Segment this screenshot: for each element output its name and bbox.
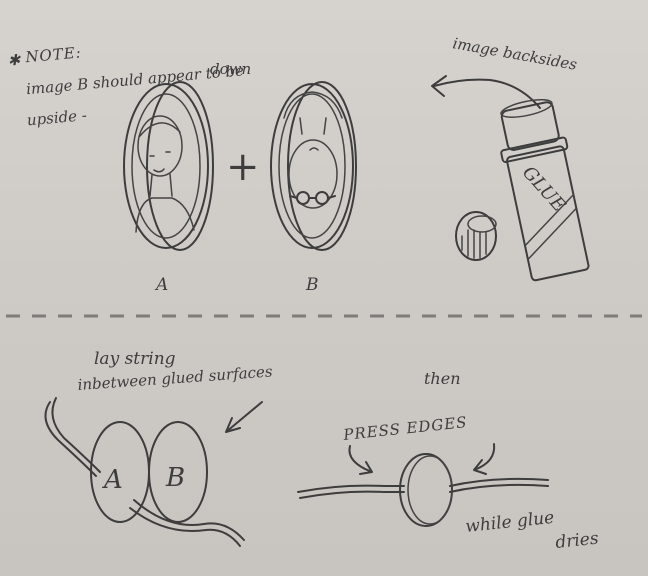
lay-line-1: lay string (94, 349, 176, 369)
string-left (46, 398, 245, 546)
press-arrow-right (474, 444, 494, 474)
press-edges: PRESS EDGES (342, 413, 469, 444)
note-line-2: upside - (26, 106, 87, 129)
note-line-3: down (210, 60, 251, 78)
note-label: NOTE: (24, 43, 83, 66)
disc-b-label: B (165, 463, 185, 493)
disc-pressed (400, 454, 452, 526)
glue-dries: dries (554, 529, 599, 553)
portrait-a (124, 82, 213, 250)
lay-arrow (226, 402, 262, 432)
plus-sign: + (226, 144, 260, 190)
string-right (298, 479, 548, 498)
label-b: B (305, 275, 319, 295)
glue-cap (456, 212, 496, 260)
note-block: ✱ NOTE: image B should appear to be upsi… (7, 29, 248, 130)
note-star: ✱ (7, 51, 23, 70)
disc-a-label: A (102, 465, 123, 495)
portrait-b (271, 82, 356, 250)
glue-bottle-label: GLUE (518, 162, 570, 216)
disc-b: B (149, 422, 207, 522)
arrow-to-portraits (434, 80, 540, 108)
glue-stick: GLUE (492, 95, 593, 282)
press-then: then (424, 369, 461, 388)
glue-caption: image backsides (451, 34, 578, 74)
press-arrow-left (349, 446, 372, 474)
while-glue: while glue (464, 508, 555, 537)
label-a: A (154, 275, 168, 295)
